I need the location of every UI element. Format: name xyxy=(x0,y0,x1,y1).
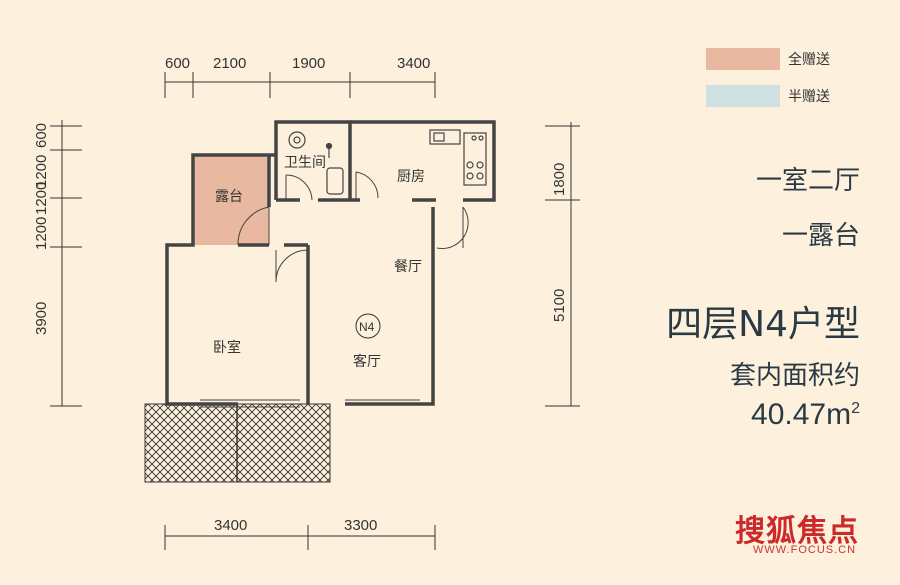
extra-text: 一露台 xyxy=(781,221,860,251)
left-dimension-line xyxy=(50,120,82,407)
dim-right-1: 1800 xyxy=(551,163,568,196)
windows xyxy=(200,399,420,408)
dim-top-1: 600 xyxy=(165,55,190,72)
sink-icon xyxy=(429,129,461,145)
room-label-living: 客厅 xyxy=(353,353,381,370)
legend-swatch-full xyxy=(706,48,780,70)
room-label-dining: 餐厅 xyxy=(394,259,422,275)
area-sup: 2 xyxy=(851,400,860,417)
dim-left-1: 600 xyxy=(33,123,50,148)
legend-item-half-gift: 半赠送 xyxy=(706,85,830,107)
room-label-kitchen: 厨房 xyxy=(397,169,425,185)
unit-type-title: 四层N4户型 xyxy=(666,304,860,345)
room-label-bathroom: 卫生间 xyxy=(284,155,326,171)
bottom-dimension-line xyxy=(164,525,436,550)
walls xyxy=(165,120,496,406)
legend-item-full-gift: 全赠送 xyxy=(706,48,830,70)
room-label-terrace: 露台 xyxy=(215,189,243,205)
washbasin-icon xyxy=(288,131,306,149)
dim-bottom-2: 3300 xyxy=(344,517,377,534)
watermark-url: WWW.FOCUS.CN xyxy=(753,544,857,556)
dim-left-5: 3900 xyxy=(33,302,50,335)
dim-left-2: 1200 xyxy=(33,155,50,188)
dim-bottom-1: 3400 xyxy=(214,517,247,534)
legend-label-half: 半赠送 xyxy=(788,89,830,105)
area-value-wrap: 40.47m2 xyxy=(751,398,860,432)
stove-icon xyxy=(463,132,487,186)
top-dimension-line xyxy=(164,72,436,98)
legend-label-full: 全赠送 xyxy=(788,52,830,68)
dim-right-2: 5100 xyxy=(551,289,568,322)
room-label-bedroom: 卧室 xyxy=(213,339,241,356)
dim-top-4: 3400 xyxy=(397,55,430,72)
right-dimension-line xyxy=(545,122,580,407)
unit-tag-circle xyxy=(355,313,381,339)
terrace-fill xyxy=(193,155,269,245)
unit-tag: N4 xyxy=(359,320,375,334)
toilet-icon xyxy=(326,167,344,195)
dim-top-3: 1900 xyxy=(292,55,325,72)
dim-left-3: 1200 xyxy=(33,182,50,215)
legend-swatch-half xyxy=(706,85,780,107)
area-value: 40.47m xyxy=(751,398,852,431)
dim-left-4: 1200 xyxy=(33,217,50,250)
area-label: 套内面积约 xyxy=(729,361,860,391)
watermark-logo: 搜狐焦点 WWW.FOCUS.CN xyxy=(735,506,859,556)
dim-top-2: 2100 xyxy=(213,55,246,72)
watermark-brand: 搜狐焦点 xyxy=(735,514,859,549)
door-swings xyxy=(237,171,469,283)
layout-text: 一室二厅 xyxy=(755,166,860,196)
fixtures xyxy=(288,129,487,195)
